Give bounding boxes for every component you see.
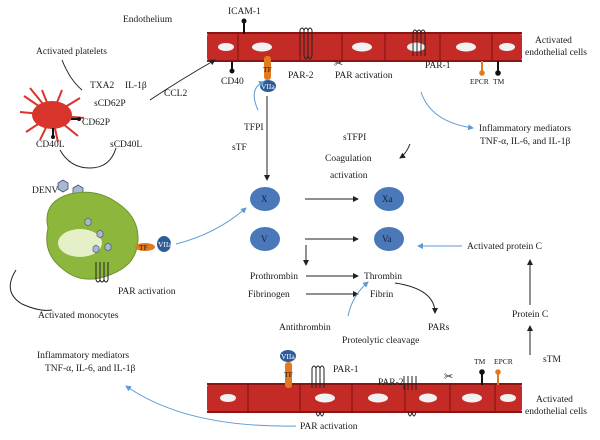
activated-endothelial-bottom-label: Activated — [536, 395, 573, 405]
activated-endothelial-top-label-2: endothelial cells — [525, 48, 587, 58]
activated-endothelial-bottom-label-2: endothelial cells — [525, 407, 587, 417]
viia-bottom-label: VIIa — [281, 352, 295, 361]
par1-bottom-receptor — [311, 365, 325, 417]
cd40-label: CD40 — [221, 77, 244, 87]
tf-viia-bottom — [280, 350, 296, 388]
scissors-bottom-icon: ✂ — [444, 370, 453, 383]
cd40-receptor — [229, 61, 235, 74]
par1-bottom-label: PAR-1 — [333, 365, 359, 375]
tm-top-label: TM — [493, 77, 505, 86]
tf-top-label: TF — [263, 65, 272, 74]
par-activation-top-label: PAR activation — [335, 71, 393, 81]
antithrombin-label: Antithrombin — [279, 323, 331, 333]
icam1-label: ICAM-1 — [228, 7, 261, 17]
thrombin-to-pars-arrow — [394, 282, 438, 314]
stf-label: sTF — [232, 143, 247, 153]
tm-bottom-label: TM — [474, 357, 486, 366]
scd62p-label: sCD62P — [94, 99, 126, 109]
par-mono-receptor — [95, 262, 109, 283]
activated-platelets-label: Activated platelets — [36, 47, 107, 57]
top-endothelium-vessel — [207, 32, 522, 62]
factor-xa-label: Xa — [382, 194, 393, 204]
thrombin-label: Thrombin — [364, 272, 402, 282]
viia-mono-label: VIIa — [158, 240, 172, 249]
par1-top-receptor — [412, 29, 426, 56]
tfpi-to-viia-arrow — [253, 80, 265, 111]
fibrin-label: Fibrin — [370, 290, 393, 300]
il1b-top-label: IL-1β — [125, 81, 147, 91]
tf-viia-monocyte — [135, 236, 171, 252]
par1-to-inflammatory-arrow — [420, 91, 474, 131]
epcr-bottom-label: EPCR — [494, 357, 513, 366]
viia-top-label: VIIa — [261, 82, 275, 91]
icam1-receptor — [241, 18, 247, 34]
inflammatory-left-label-2: TNF-α, IL-6, and IL-1β — [45, 364, 135, 374]
tf-mono-label: TF — [139, 243, 148, 252]
protein-c-label: Protein C — [512, 310, 548, 320]
stm-label: sTM — [543, 355, 562, 365]
par1-top-label: PAR-1 — [425, 61, 451, 71]
par2-bottom-label: PAR-2 — [378, 378, 404, 388]
pars-label: PARs — [428, 323, 450, 333]
activated-platelet — [19, 87, 85, 143]
tm-bottom-receptor — [479, 369, 485, 385]
inflammatory-left-label: Inflammatory mediators — [37, 350, 129, 361]
par2-top-receptor — [299, 27, 313, 60]
cd62p-label: CD62P — [82, 118, 110, 128]
tm-top-receptor — [495, 61, 501, 76]
denv-label: DENV — [32, 186, 59, 196]
factor-va-node — [374, 227, 404, 251]
monocyte-to-x-arrow — [175, 207, 247, 245]
inflammatory-right-label-2: TNF-α, IL-6, and IL-1β — [480, 137, 570, 147]
par-activation-bottom-label: PAR activation — [300, 422, 358, 432]
monocyte-curve-icon — [9, 269, 53, 311]
scd40l-label: sCD40L — [110, 140, 142, 150]
cd40l-curve-icon — [59, 147, 117, 169]
factor-v-node — [250, 227, 280, 251]
epcr-top-label: EPCR — [470, 77, 489, 86]
platelet-to-endothelium-arrow — [149, 59, 216, 101]
activated-endothelial-top-label: Activated — [535, 36, 572, 46]
factor-x-node — [250, 187, 280, 211]
fibrinogen-label: Fibrinogen — [248, 290, 290, 300]
factor-v-label: V — [261, 234, 268, 244]
epcr-bottom-receptor — [495, 369, 501, 385]
factor-xa-node — [374, 187, 404, 211]
stfpi-label: sTFPI — [343, 133, 366, 143]
antithrombin-arrow — [347, 281, 369, 317]
txa2-label: TXA2 — [90, 81, 115, 91]
cd40l-label: CD40L — [36, 140, 65, 150]
par2-bottom-receptor — [403, 376, 417, 417]
prothrombin-label: Prothrombin — [250, 272, 298, 282]
tfpi-label: TFPI — [244, 123, 264, 133]
inflammatory-right-label: Inflammatory mediators — [479, 123, 571, 134]
top-vessel-nuclei — [218, 42, 515, 52]
ccl2-label: CCL2 — [164, 89, 187, 99]
bottom-endothelium-vessel — [207, 383, 522, 413]
coag-activation-label: Coagulation — [325, 154, 372, 164]
tf-bottom-label: TF — [284, 370, 293, 379]
par-activation-mono-label: PAR activation — [118, 287, 176, 297]
par2-top-label: PAR-2 — [288, 71, 314, 81]
proteolytic-cleavage-label: Proteolytic cleavage — [342, 336, 419, 346]
stfpi-arrow — [399, 143, 411, 159]
epcr-top-receptor — [479, 61, 485, 76]
activated-protein-c-label: Activated protein C — [467, 242, 542, 252]
scissors-top-icon: ✂ — [334, 57, 343, 70]
activated-monocytes-label: Activated monocytes — [38, 311, 119, 321]
factor-x-label: X — [261, 194, 268, 204]
endothelium-label: Endothelium — [123, 15, 173, 25]
activated-monocyte — [46, 191, 139, 280]
factor-va-label: Va — [382, 234, 392, 244]
platelets-curve-icon — [61, 59, 83, 91]
coag-activation-label-2: activation — [330, 171, 368, 181]
par-activation-to-inflammatory-arrow — [125, 385, 297, 427]
